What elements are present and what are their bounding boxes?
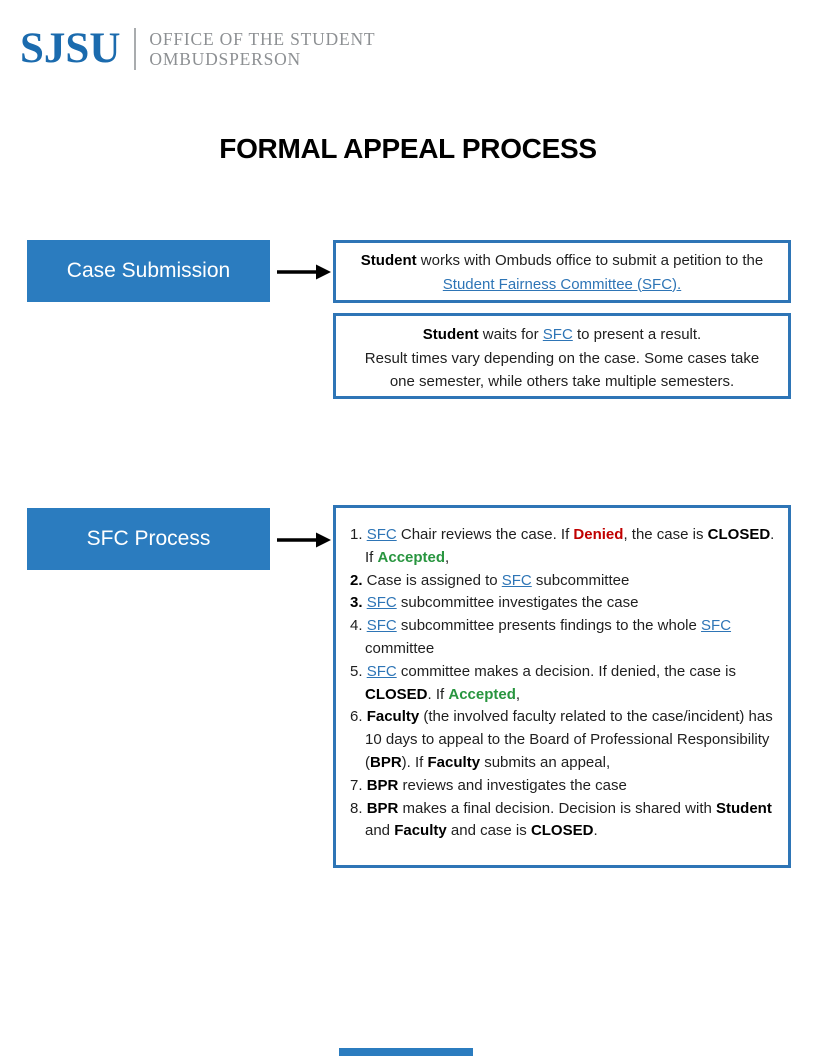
text-segment: waits for [478,326,543,343]
sfc-link[interactable]: SFC [366,526,397,543]
text-segment: CLOSED [530,822,594,840]
text-segment: Faculty [366,708,420,726]
process-step: 5. SFC committee makes a decision. If de… [350,661,786,707]
process-step: 8. BPR makes a final decision. Decision … [350,798,786,844]
process-step: 1. SFC Chair reviews the case. If Denied… [350,524,786,570]
page-title: FORMAL APPEAL PROCESS [219,133,597,164]
text-segment: Faculty [394,822,447,840]
stage-label-case-submission: Case Submission [27,240,270,302]
next-page-box-sliver [339,1048,473,1056]
text-segment: Chair reviews the case. If [396,526,574,543]
text-segment: 7. [350,776,367,794]
text-segment: Denied [573,526,624,543]
text-segment: committee makes a decision. If denied, t… [396,662,737,680]
text-segment: subcommittee presents findings to the wh… [396,617,702,635]
process-step: 3. SFC subcommittee investigates the cas… [350,592,786,615]
sfc-link[interactable]: SFC [542,326,573,343]
text-segment: 8. [350,799,367,817]
text-segment: Faculty [427,753,481,771]
text-segment: BPR [366,776,399,794]
text-segment: , [445,548,450,566]
text-segment: , [515,685,521,703]
text-segment: (the involved faculty related to the cas… [365,708,773,771]
text-segment: Result times vary depending on the case.… [364,349,760,367]
text-segment: works with Ombuds office to submit a pet… [416,252,764,269]
sfc-link[interactable]: SFC [366,594,397,612]
process-step: 2. Case is assigned to SFC subcommittee [350,570,786,593]
stage-label-sfc-process: SFC Process [27,508,270,570]
process-step: 4. SFC subcommittee presents findings to… [350,615,786,661]
text-segment: subcommittee [531,571,630,589]
sfc-link[interactable]: SFC [501,571,532,589]
text-segment: Accepted [377,548,446,566]
sjsu-logo: SJSU OFFICE OF THE STUDENT OMBUDSPERSON [20,26,375,70]
logo-office-text: OFFICE OF THE STUDENT OMBUDSPERSON [149,27,375,69]
text-segment: ). If [401,753,428,771]
text-segment: 2. [350,571,363,589]
sfc-link[interactable]: SFC [701,617,732,635]
text-segment: Case is assigned to [362,571,502,589]
text-segment: 6. [350,708,367,726]
text-segment: subcommittee investigates the case [396,594,639,612]
text-segment: makes a final decision. Decision is shar… [398,799,717,817]
logo-office-line2: OMBUDSPERSON [149,49,301,69]
text-segment: 4. [350,617,367,635]
text-segment: . [593,822,598,840]
logo-office-line1: OFFICE OF THE STUDENT [149,29,376,49]
text-segment: Accepted [448,685,516,703]
text-segment: and case is [446,822,531,840]
text-segment: 1. [350,526,367,543]
sjsu-wordmark: SJSU [20,24,121,72]
case-submission-box-1: Student works with Ombuds office to subm… [333,240,791,303]
case-submission-box-2: Student waits for SFC to present a resul… [333,313,791,399]
text-segment: , the case is [623,526,708,543]
text-segment: . If [427,685,449,703]
text-segment: and [365,822,395,840]
text-segment: 3. [350,594,363,612]
student-fairness-committee-link[interactable]: Student Fairness Committee (SFC). [442,275,682,293]
sfc-link[interactable]: SFC [366,662,397,680]
text-segment: BPR [366,799,399,817]
text-segment: submits an appeal, [480,753,611,771]
text-segment: Student [422,326,479,343]
text-segment: committee [365,639,435,657]
text-segment: reviews and investigates the case [398,776,627,794]
sfc-link[interactable]: SFC [366,617,397,635]
text-segment: Student [716,799,772,817]
flow-arrow-icon [277,532,331,548]
text-segment: to present a result. [572,326,702,343]
sfc-process-list-box: 1. SFC Chair reviews the case. If Denied… [333,505,791,868]
text-segment: 5. [350,662,367,680]
text-segment: BPR [370,753,402,771]
text-segment: CLOSED [707,526,771,543]
text-segment: one semester, while others take multiple… [389,373,735,390]
flow-arrow-icon [277,264,331,280]
text-segment: CLOSED [365,685,428,703]
text-segment: Student [360,252,417,269]
text-segment: . If [365,526,775,566]
process-step: 7. BPR reviews and investigates the case [350,775,786,798]
logo-divider [134,28,137,70]
process-step: 6. Faculty (the involved faculty related… [350,706,786,774]
